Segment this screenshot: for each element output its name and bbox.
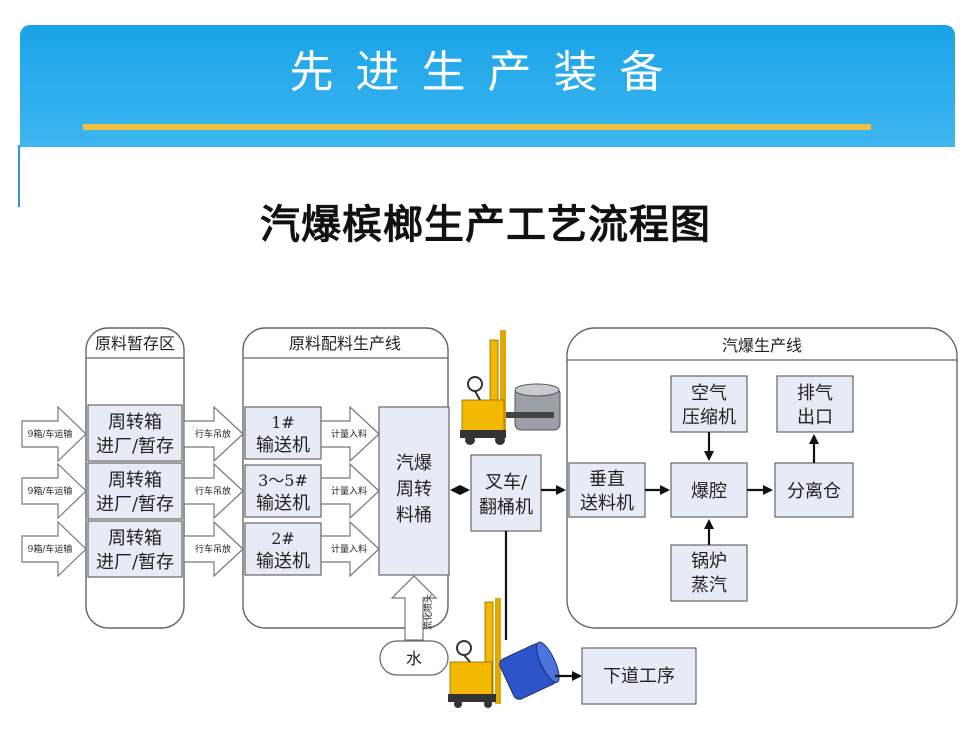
svg-text:周转箱: 周转箱 xyxy=(108,412,162,433)
forklift-top-icon xyxy=(460,330,561,445)
storage-box-2: 周转箱 进厂/暂存 xyxy=(87,462,183,520)
crane-arrow-1: 行车吊放 xyxy=(183,405,244,463)
svg-text:排气: 排气 xyxy=(797,383,833,404)
crane-arrow-2: 行车吊放 xyxy=(183,462,244,520)
crane-arrow-3: 行车吊放 xyxy=(183,520,244,578)
svg-text:进厂/暂存: 进厂/暂存 xyxy=(96,494,174,515)
svg-text:下道工序: 下道工序 xyxy=(603,666,675,687)
svg-text:周转箱: 周转箱 xyxy=(108,528,162,549)
metering-arrow-2: 计量入料 xyxy=(320,462,380,520)
chamber: 爆腔 xyxy=(670,462,748,518)
input-arrow-3: 9箱/车运输 xyxy=(21,520,87,578)
svg-text:周转: 周转 xyxy=(396,479,432,500)
svg-text:分离仓: 分离仓 xyxy=(787,481,841,502)
zone-batching-line-label: 原料配料生产线 xyxy=(289,334,401,353)
water-source: 水 xyxy=(379,640,449,676)
svg-text:空气: 空气 xyxy=(691,383,727,404)
svg-text:进厂/暂存: 进厂/暂存 xyxy=(96,552,174,573)
diagram-title: 汽爆槟榔生产工艺流程图 xyxy=(260,201,711,248)
boiler-steam: 锅炉 蒸汽 xyxy=(670,544,748,602)
input-arrow-2: 9箱/车运输 xyxy=(21,462,87,520)
input-arrow-1: 9箱/车运输 xyxy=(21,405,87,463)
storage-box-3: 周转箱 进厂/暂存 xyxy=(87,520,183,578)
metering-arrow-3: 计量入料 xyxy=(320,520,380,578)
svg-text:输送机: 输送机 xyxy=(256,551,310,572)
zone-steam-line-label: 汽爆生产线 xyxy=(722,336,802,355)
svg-text:翻桶机: 翻桶机 xyxy=(479,497,533,518)
svg-text:垂直: 垂直 xyxy=(589,469,625,490)
svg-text:2#: 2# xyxy=(271,529,295,548)
input-arrow-1-label: 9箱/车运输 xyxy=(28,428,73,440)
svg-text:爆腔: 爆腔 xyxy=(691,481,727,502)
water-up-arrow: 流化喷头 xyxy=(390,575,438,641)
svg-text:汽爆: 汽爆 xyxy=(396,453,432,474)
exhaust-outlet: 排气 出口 xyxy=(776,375,854,433)
header-left-rule xyxy=(18,145,20,207)
svg-text:蒸汽: 蒸汽 xyxy=(691,575,727,596)
next-process: 下道工序 xyxy=(581,647,697,705)
svg-text:压缩机: 压缩机 xyxy=(682,407,736,428)
svg-text:行车吊放: 行车吊放 xyxy=(195,428,231,440)
svg-text:3～5#: 3～5# xyxy=(258,471,308,490)
svg-text:输送机: 输送机 xyxy=(256,493,310,514)
svg-text:1#: 1# xyxy=(271,413,295,432)
svg-text:行车吊放: 行车吊放 xyxy=(195,485,231,497)
svg-text:料桶: 料桶 xyxy=(396,505,432,526)
svg-text:叉车/: 叉车/ xyxy=(485,472,528,493)
barrel-box: 汽爆 周转 料桶 xyxy=(378,406,450,576)
zone-steam-line: 汽爆生产线 xyxy=(566,327,958,629)
svg-text:计量入料: 计量入料 xyxy=(331,428,367,440)
svg-text:送料机: 送料机 xyxy=(580,493,634,514)
storage-box-1: 周转箱 进厂/暂存 xyxy=(87,404,183,462)
slide-title: 先进生产装备 xyxy=(289,47,686,98)
vertical-feeder: 垂直 送料机 xyxy=(568,462,646,518)
svg-text:计量入料: 计量入料 xyxy=(331,543,367,555)
input-arrow-3-label: 9箱/车运输 xyxy=(28,543,73,555)
conveyor-3: 2# 输送机 xyxy=(244,522,322,576)
svg-text:计量入料: 计量入料 xyxy=(331,485,367,497)
conveyor-1: 1# 输送机 xyxy=(244,406,322,460)
svg-text:水: 水 xyxy=(406,649,422,668)
input-arrow-2-label: 9箱/车运输 xyxy=(28,485,73,497)
svg-text:出口: 出口 xyxy=(797,407,833,428)
air-compressor: 空气 压缩机 xyxy=(670,375,748,433)
zone-raw-storage-label: 原料暂存区 xyxy=(95,334,175,353)
svg-text:流化喷头: 流化喷头 xyxy=(422,594,434,630)
svg-text:周转箱: 周转箱 xyxy=(108,470,162,491)
svg-text:进厂/暂存: 进厂/暂存 xyxy=(96,436,174,457)
metering-arrow-1: 计量入料 xyxy=(320,405,380,463)
svg-text:输送机: 输送机 xyxy=(256,435,310,456)
separator: 分离仓 xyxy=(774,462,854,518)
svg-text:行车吊放: 行车吊放 xyxy=(195,543,231,555)
svg-text:锅炉: 锅炉 xyxy=(691,551,727,572)
forklift-bottom-icon xyxy=(448,598,560,708)
forklift-box: 叉车/ 翻桶机 xyxy=(470,454,542,532)
conveyor-2: 3～5# 输送机 xyxy=(244,464,322,518)
title-underline xyxy=(83,124,871,130)
